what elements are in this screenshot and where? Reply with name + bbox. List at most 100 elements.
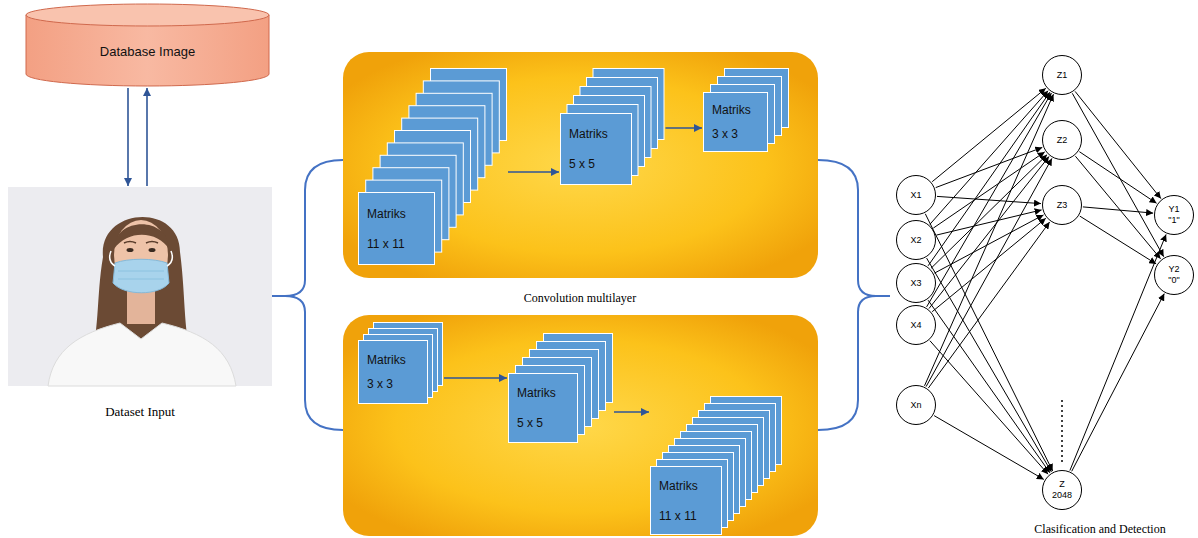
bracket — [818, 160, 876, 430]
woman-mask-photo — [8, 187, 272, 386]
matrix-square — [561, 114, 632, 185]
network-connection — [931, 155, 1047, 269]
bracket — [272, 295, 285, 297]
node-label: Z1 — [1057, 70, 1068, 81]
neuron-outline — [897, 306, 936, 345]
neuron-circle: X4 — [896, 305, 936, 345]
network-connection — [1070, 234, 1166, 470]
matrix-stack: Matriks 3 x 3 — [358, 322, 443, 404]
node-label: Xn — [910, 400, 921, 411]
node-label: Z 2048 — [1049, 479, 1075, 501]
network-connection — [1075, 91, 1161, 198]
neuron-circle: X2 — [896, 220, 936, 260]
flow-arrow — [614, 411, 649, 413]
network-connection — [930, 341, 1048, 475]
neuron-outline — [897, 264, 936, 303]
bracket — [876, 295, 890, 297]
node-label: Matriks 11 x 11 — [659, 471, 703, 531]
neuron-outline — [897, 176, 936, 215]
bracket — [285, 160, 343, 430]
neuron-circle: Y1"1" — [1154, 195, 1194, 235]
node-shape — [358, 68, 507, 265]
matrix-stack: Matriks 5 x 5 — [560, 68, 665, 185]
network-connection — [1080, 216, 1156, 264]
network-connection — [930, 91, 1048, 225]
flow-arrow — [508, 171, 559, 173]
matrix-square — [651, 467, 722, 535]
node-label: Matriks 3 x 3 — [367, 348, 411, 396]
node-label: Y2 — [1168, 264, 1179, 275]
network-connection — [932, 218, 1046, 311]
network-connection — [934, 416, 1044, 480]
flow-arrow — [146, 88, 148, 186]
node-label: Y1 — [1168, 204, 1179, 215]
node-label: Dataset Input — [105, 404, 175, 420]
neuron-circle: X3 — [896, 263, 936, 303]
label-holder: Convolution multilayer — [522, 288, 638, 306]
node-label: X1 — [910, 190, 921, 201]
node-label: Matriks 3 x 3 — [712, 98, 756, 146]
neuron-circle: Xn — [896, 385, 936, 425]
neuron-circle: Z3 — [1042, 185, 1082, 225]
matrix-square — [359, 341, 428, 404]
matrix-square — [704, 93, 768, 152]
neuron-circle: X1 — [896, 175, 936, 215]
network-connection — [925, 214, 1052, 471]
network-connection — [928, 300, 1050, 473]
dataset-photo: Dataset Input — [8, 187, 272, 423]
neuron-outline — [1155, 256, 1194, 295]
convolution-panel — [343, 315, 818, 536]
node-label: Z3 — [1057, 200, 1068, 211]
node-label: "1" — [1168, 215, 1179, 226]
node-label: X4 — [910, 320, 921, 331]
network-connection — [926, 158, 1052, 386]
node-label: "0" — [1168, 275, 1179, 286]
neuron-circle: Y2"0" — [1154, 255, 1194, 295]
neuron-circle: Z1 — [1042, 55, 1082, 95]
neuron-outline — [1043, 121, 1082, 160]
node-label: Matriks 11 x 11 — [367, 199, 411, 259]
network-connection — [1075, 156, 1160, 259]
node-label: X3 — [910, 278, 921, 289]
ellipsis-dots — [1061, 400, 1063, 462]
neuron-circle: Z 2048 — [1042, 470, 1082, 510]
matrix-square — [509, 374, 578, 443]
matrix-stack: Matriks 3 x 3 — [703, 68, 789, 152]
node-label: Matriks 5 x 5 — [569, 119, 613, 179]
flow-arrow — [444, 377, 507, 379]
convolution-panel — [343, 52, 818, 278]
neuron-outline — [1043, 56, 1082, 95]
network-connection — [933, 152, 1044, 228]
node-label: Matriks 5 x 5 — [517, 378, 561, 438]
network-connection — [1083, 207, 1153, 213]
node-label: Z2 — [1057, 135, 1068, 146]
node-label: X2 — [910, 235, 921, 246]
network-connection — [1079, 152, 1156, 204]
matrix-stack: Matriks 11 x 11 — [650, 396, 782, 535]
matrix-stack: Matriks 5 x 5 — [508, 333, 613, 443]
node-label: Database Image — [100, 32, 195, 59]
network-connection — [1072, 93, 1163, 256]
matrix-square — [359, 193, 435, 265]
neuron-circle: Z2 — [1042, 120, 1082, 160]
flow-arrow — [127, 88, 129, 186]
flow-arrow — [666, 127, 703, 129]
neuron-outline — [1042, 470, 1081, 509]
network-connection — [925, 94, 1054, 386]
network-connection — [1072, 294, 1165, 472]
caption-label: Convolution multilayer — [522, 291, 638, 305]
neuron-outline — [1043, 186, 1082, 225]
network-connection — [927, 93, 1052, 307]
network-connection — [928, 222, 1049, 388]
network-connection — [929, 157, 1049, 309]
network-connection — [936, 147, 1043, 187]
database-cylinder: Database Image — [25, 3, 270, 87]
label-holder: Clasification and Detection — [1032, 519, 1167, 537]
neuron-outline — [897, 221, 936, 260]
matrix-stack: Matriks 11 x 11 — [358, 68, 507, 265]
neuron-outline — [897, 386, 936, 425]
cylinder-top — [26, 4, 269, 26]
